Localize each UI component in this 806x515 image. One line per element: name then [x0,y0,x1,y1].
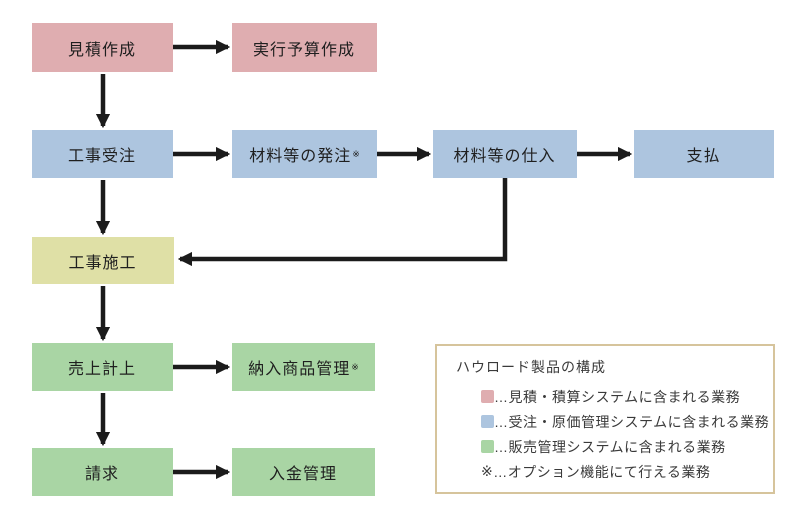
node-label: 支払 [686,148,721,165]
node-label: 納入商品管理 [248,361,351,378]
node-payment: 支払 [634,130,774,178]
node-label: 入金管理 [268,466,337,483]
legend-item-estimate-system: …見積・積算システムに含まれる業務 [481,384,773,409]
pink-swatch-icon [481,390,494,403]
legend-panel: ハウロード製品の構成 …見積・積算システムに含まれる業務 …受注・原価管理システ… [435,344,775,494]
node-sales-recording: 売上計上 [32,343,173,391]
node-option-mark: ※ [351,361,359,372]
node-order-received: 工事受注 [32,130,173,178]
node-material-ordering: 材料等の発注※ [232,130,377,178]
node-label: 材料等の仕入 [453,148,556,165]
legend-item-sales-system: …販売管理システムに含まれる業務 [481,434,773,459]
node-label: 請求 [84,466,119,483]
arrow-purchase-to-construction [177,178,508,267]
node-label: 工事受注 [67,148,136,165]
node-estimate-creation: 見積作成 [32,23,173,72]
legend-title: ハウロード製品の構成 [456,359,606,375]
legend-item-order-cost-system: …受注・原価管理システムに含まれる業務 [481,409,773,434]
node-deposit-management: 入金管理 [232,448,375,496]
legend-item-label: …受注・原価管理システムに含まれる業務 [494,413,770,430]
blue-swatch-icon [481,415,494,428]
node-execution-budget: 実行予算作成 [232,23,377,72]
legend-item-label: …販売管理システムに含まれる業務 [494,438,726,455]
node-billing: 請求 [32,448,173,496]
node-label: 売上計上 [67,361,136,378]
node-delivered-goods-management: 納入商品管理※ [232,343,375,391]
node-label: 見積作成 [67,41,136,59]
node-label: 材料等の発注 [249,148,352,165]
legend-item-option-feature: ※…オプション機能にて行える業務 [481,459,773,484]
node-option-mark: ※ [352,148,360,159]
green-swatch-icon [481,440,494,453]
option-mark-icon: ※ [481,463,494,479]
node-construction: 工事施工 [32,237,174,284]
legend-item-label: …見積・積算システムに含まれる業務 [494,388,741,405]
node-label: 実行予算作成 [252,41,355,59]
node-material-purchase: 材料等の仕入 [433,130,577,178]
node-label: 工事施工 [68,254,137,272]
legend-item-label: …オプション機能にて行える業務 [493,463,711,480]
